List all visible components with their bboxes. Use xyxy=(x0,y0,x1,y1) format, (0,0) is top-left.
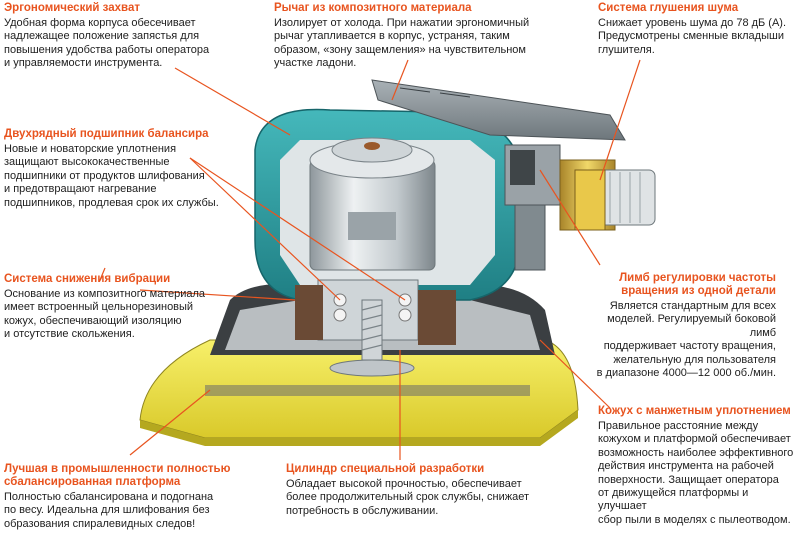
callout-speed-text: Является стандартным для всех моделей. Р… xyxy=(596,300,776,380)
callout-speed: Лимб регулировки частоты вращения из одн… xyxy=(580,272,776,380)
leader-vibration-stub xyxy=(99,267,106,281)
motor-cylinder xyxy=(309,137,436,271)
leader-shroud xyxy=(539,339,611,409)
callout-bearing-title: Двухрядный подшипник балансира xyxy=(4,128,209,140)
callout-shroud: Кожух с манжетным уплотнением Правильное… xyxy=(598,405,798,527)
callout-muffler: Система глушения шума Снижает уровень шу… xyxy=(598,2,798,57)
callout-grip-title: Эргономический захват xyxy=(4,2,140,14)
leader-bearing-2 xyxy=(189,157,406,301)
leader-speed xyxy=(539,169,601,266)
callout-cylinder-text: Обладает высокой прочностью, обеспечивае… xyxy=(286,478,529,517)
callout-shroud-title: Кожух с манжетным уплотнением xyxy=(598,405,791,417)
callout-muffler-text: Снижает уровень шума до 78 дБ (А). Преду… xyxy=(598,17,787,56)
leader-lever xyxy=(391,59,409,101)
lever xyxy=(371,79,626,141)
callout-shroud-text: Правильное расстояние между кожухом и пл… xyxy=(598,420,794,526)
callout-vibration-text: Основание из композитного материала имее… xyxy=(4,288,206,341)
valve-body xyxy=(504,144,561,271)
callout-platform-text: Полностью сбалансирована и подогнана по … xyxy=(4,491,214,530)
callout-vibration-title: Система снижения вибрации xyxy=(4,273,171,285)
callout-vibration: Система снижения вибрации Основание из к… xyxy=(4,273,234,342)
leader-grip xyxy=(174,67,291,136)
callout-grip-text: Удобная форма корпуса обесечивает надлеж… xyxy=(4,17,210,70)
callout-muffler-title: Система глушения шума xyxy=(598,2,739,14)
callout-lever-title: Рычаг из композитного материала xyxy=(274,2,472,14)
balancer-bearing xyxy=(295,279,456,377)
callout-cylinder-title: Цилиндр специальной разработки xyxy=(286,463,485,475)
callout-lever: Рычаг из композитного материала Изолируе… xyxy=(274,2,574,71)
leader-vibration xyxy=(139,289,296,301)
callout-cylinder: Цилиндр специальной разработки Обладает … xyxy=(286,463,566,518)
sanding-platform xyxy=(139,339,579,446)
leader-lines xyxy=(99,59,641,460)
callout-lever-text: Изолирует от холода. При нажатии эргоном… xyxy=(274,17,530,70)
leader-platform xyxy=(129,389,211,456)
leader-bearing-1 xyxy=(189,157,341,301)
callout-bearing-text: Новые и новаторские уплотнения защищают … xyxy=(4,143,219,209)
callout-platform-title: Лучшая в промышленности полностью сбалан… xyxy=(4,463,231,488)
callout-platform: Лучшая в промышленности полностью сбалан… xyxy=(4,463,244,531)
leader-muffler xyxy=(599,59,641,181)
callout-speed-title: Лимб регулировки частоты вращения из одн… xyxy=(619,272,776,297)
muffler xyxy=(559,159,656,231)
callout-bearing: Двухрядный подшипник балансира Новые и н… xyxy=(4,128,234,210)
callout-grip: Эргономический захват Удобная форма корп… xyxy=(4,2,234,71)
